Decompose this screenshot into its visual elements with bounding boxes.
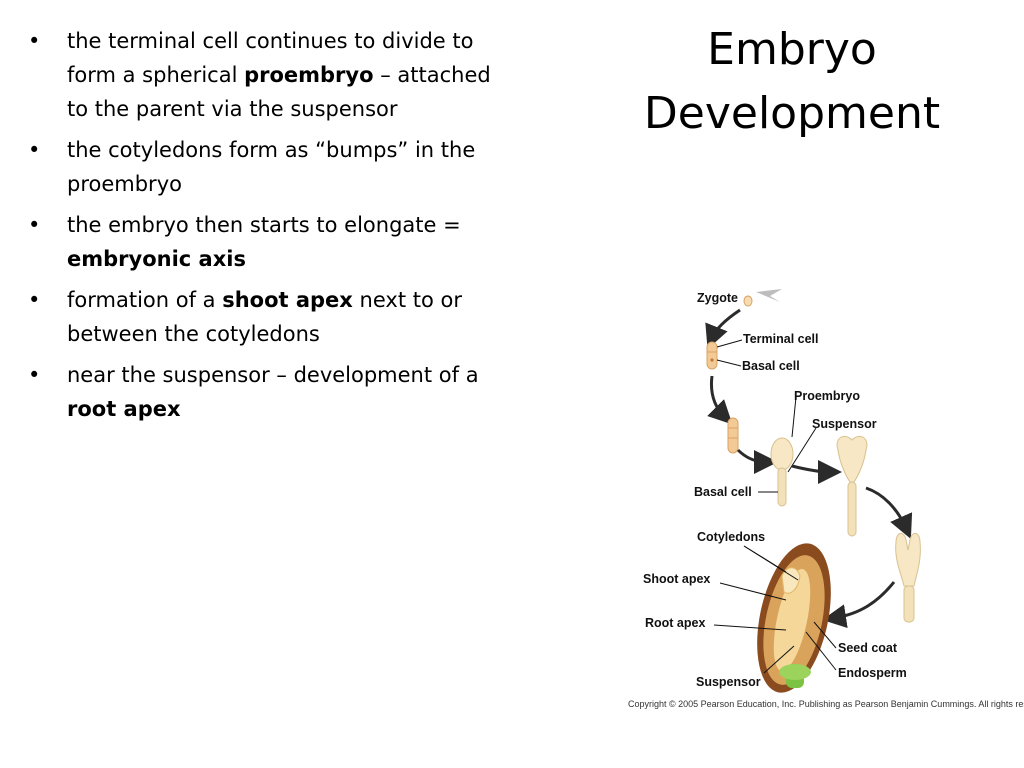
arrow-zygote-to-twocell [705,308,741,350]
label-endosperm: Endosperm [838,666,907,680]
pointer-terminal-cell [716,339,743,348]
seed-suspensor-base [779,664,811,680]
bullet-bold-text: proembryo [244,63,374,87]
pointer-proembryo [791,396,797,438]
title-line-2: Development [643,88,941,139]
two-cell-nucleus [710,358,714,362]
bullet-text: near the suspensor – development of a [67,363,479,387]
bullet-marker: • [28,363,41,387]
pointer-basal-cell-top [716,359,742,367]
proembryo-suspensor [777,467,787,507]
pointer-flag-icon [756,289,782,302]
label-terminal-cell: Terminal cell [743,332,819,346]
label-zygote: Zygote [697,291,738,305]
pointer-shoot-apex [719,582,787,601]
bullet-list: • the terminal cell continues to divide t… [28,24,514,433]
arrow-proembryo-to-heart [791,459,842,484]
label-suspensor-bottom: Suspensor [696,675,761,689]
arrow-heart-to-torpedo [865,486,913,539]
pointer-cotyledons-2 [743,545,799,581]
four-cell-stage [727,417,739,454]
embryo-development-diagram: Zygote Terminal cell Basal cell Proembry… [628,289,1024,709]
bullet-bold-text: shoot apex [222,288,353,312]
bullet-bold-text: root apex [67,397,181,421]
bullet-text: – attached to the parent via the suspens… [67,63,491,121]
bullet-bold-text: embryonic axis [67,247,246,271]
bullet-text: formation of a [67,288,223,312]
pointer-root-apex [713,624,787,631]
pointer-endosperm [805,631,837,671]
bullet-marker: • [28,213,41,237]
label-shoot-apex: Shoot apex [643,572,710,586]
arrow-twocell-to-fourcell [707,375,733,425]
bullet-marker: • [28,29,41,53]
label-basal-cell-mid: Basal cell [694,485,752,499]
pointer-seed-coat [813,621,837,649]
bullet-text: the cotyledons form as “bumps” in the pr… [67,138,476,196]
bullet-marker: • [28,138,41,162]
label-root-apex: Root apex [645,616,705,630]
bullet-item: • the embryo then starts to elongate = em… [28,208,514,276]
arrow-torpedo-to-seed [822,581,896,629]
arrow-fourcell-to-proembryo [736,448,778,474]
proembryo-body [770,437,794,471]
heart-stage-suspensor [847,481,857,537]
bullet-item: • the cotyledons form as “bumps” in the p… [28,133,514,201]
label-suspensor-top: Suspensor [812,417,877,431]
bullet-text: next to or between the cotyledons [67,288,462,346]
bullet-text: the terminal cell continues to divide to… [67,29,474,87]
mature-embryo [773,569,811,671]
label-basal-cell-top: Basal cell [742,359,800,373]
label-proembryo: Proembryo [794,389,860,403]
mature-embryo-cotyledons [781,567,801,594]
bullet-text: the embryo then starts to elongate = [67,213,461,237]
torpedo-stage-embryo [895,533,921,587]
copyright-notice: Copyright © 2005 Pearson Education, Inc.… [628,699,1024,709]
pointer-suspensor-bottom [763,645,795,674]
slide-title: Embryo Development [612,18,972,146]
bullet-marker: • [28,288,41,312]
bullet-item: • near the suspensor – development of a r… [28,358,514,426]
label-seed-coat: Seed coat [838,641,898,655]
bullet-item: • the terminal cell continues to divide t… [28,24,514,126]
bullet-item: • formation of a shoot apex next to or be… [28,283,514,351]
heart-stage-embryo [836,435,868,483]
torpedo-stage-suspensor [903,585,915,623]
two-cell-stage [706,341,718,370]
label-cotyledons: Cotyledons [697,530,765,544]
zygote-cell [743,295,753,307]
title-line-1: Embryo [707,24,877,75]
